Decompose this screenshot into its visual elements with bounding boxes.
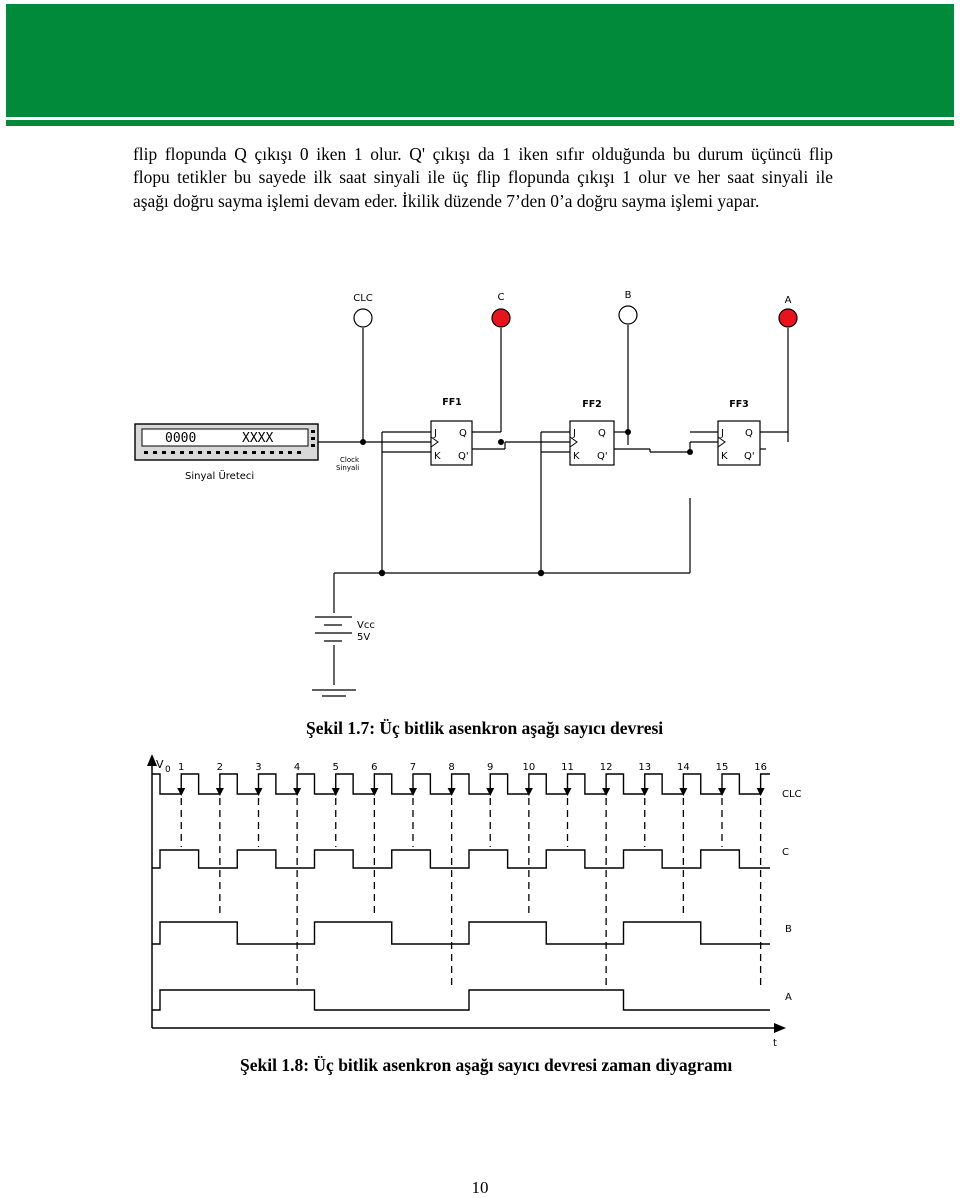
probe-clc-indicator: CLC [353, 293, 373, 328]
tick-label-3: 3 [255, 762, 261, 773]
clock-edge-arrow [756, 788, 765, 796]
tick-label-12: 12 [600, 762, 613, 773]
probe-c-label: C [498, 292, 505, 303]
ff2-pin-q: Q [598, 428, 606, 439]
ff1-pin-q: Q [459, 428, 467, 439]
vcc-voltage-label: 5V [357, 632, 370, 643]
signal-generator: 0000 XXXX Sinyal Üreteci [134, 423, 319, 482]
ff3-pin-qbar: Q' [744, 451, 755, 462]
clock-edge-arrow [215, 788, 224, 796]
clock-edge-arrow [486, 788, 495, 796]
clock-edge-arrow [563, 788, 572, 796]
paragraph-line-3: aşağı doğru sayma işlemi devam eder. İki… [133, 190, 760, 211]
signal-label-b: B [785, 924, 792, 935]
ff2-pin-j: J [572, 428, 576, 439]
ff1-pin-j: J [433, 428, 437, 439]
paragraph-line-1: flip flopunda Q çıkışı 0 iken 1 olur. Q'… [133, 144, 833, 164]
generator-display-right: XXXX [242, 431, 273, 446]
clock-edge-arrow [331, 788, 340, 796]
tick-label-16: 16 [754, 762, 767, 773]
y-axis-label: V [156, 758, 164, 771]
generator-label: Sinyal Üreteci [185, 469, 254, 482]
y-axis-subscript: 0 [165, 765, 171, 775]
clock-edge-arrow [679, 788, 688, 796]
clock-label-line1: Clock [340, 456, 360, 464]
tick-label-1: 1 [178, 762, 184, 773]
clock-edge-arrow [408, 788, 417, 796]
time-axis-label: t [773, 1038, 777, 1049]
clock-edge-arrow [640, 788, 649, 796]
clock-label-line2: Sinyali [336, 464, 359, 472]
clock-edge-arrow [602, 788, 611, 796]
clock-edge-arrow [177, 788, 186, 796]
ff2-title: FF2 [582, 399, 602, 410]
page-number: 10 [471, 1178, 489, 1197]
ff3-pin-j: J [720, 428, 724, 439]
clock-edge-arrow [370, 788, 379, 796]
tick-label-10: 10 [523, 762, 536, 773]
counter-circuit-diagram: CLC C B A FF1 J K Q Q' FF2 J K Q Q' FF3 … [134, 290, 798, 697]
tick-label-9: 9 [487, 762, 493, 773]
ff3-title: FF3 [729, 399, 749, 410]
a-waveform [152, 989, 770, 1011]
flip-flop-ff3: FF3 J K Q Q' [717, 399, 761, 466]
tick-label-7: 7 [410, 762, 416, 773]
clock-edge-arrow [254, 788, 263, 796]
tick-label-14: 14 [677, 762, 690, 773]
clock-edge-arrow [524, 788, 533, 796]
flip-flop-ff1: FF1 J K Q Q' [430, 397, 473, 466]
figure-caption-1-7: Şekil 1.7: Üç bitlik asenkron aşağı sayı… [306, 718, 664, 738]
c-waveform [152, 849, 770, 869]
header-rule [6, 120, 954, 126]
ff1-pin-qbar: Q' [458, 451, 469, 462]
flip-flop-ff2: FF2 J K Q Q' [569, 399, 615, 466]
vcc-label: Vcc [357, 620, 375, 631]
tick-label-4: 4 [294, 762, 300, 773]
body-paragraph: flip flopunda Q çıkışı 0 iken 1 olur. Q'… [133, 143, 833, 213]
clock-edge-arrow [717, 788, 726, 796]
probe-clc-label: CLC [353, 293, 373, 304]
ff3-pin-q: Q [745, 428, 753, 439]
tick-label-13: 13 [638, 762, 651, 773]
ff1-title: FF1 [442, 397, 462, 408]
figure-caption-1-8: Şekil 1.8: Üç bitlik asenkron aşağı sayı… [240, 1055, 733, 1075]
ff3-pin-k: K [721, 451, 728, 462]
probe-a-label: A [785, 295, 792, 306]
generator-display-left: 0000 [165, 431, 196, 446]
probe-a-indicator: A [778, 295, 798, 328]
tick-label-15: 15 [716, 762, 729, 773]
clc-waveform [152, 773, 770, 795]
tick-label-11: 11 [561, 762, 574, 773]
b-waveform [152, 921, 770, 945]
ff2-pin-qbar: Q' [597, 451, 608, 462]
clock-edge-arrow [293, 788, 302, 796]
ff1-pin-k: K [434, 451, 441, 462]
header-banner [6, 4, 954, 117]
probe-b-indicator: B [618, 290, 638, 325]
tick-label-5: 5 [333, 762, 339, 773]
tick-label-2: 2 [217, 762, 223, 773]
signal-label-clc: CLC [782, 789, 802, 800]
probe-c-indicator: C [491, 292, 511, 328]
clock-edge-arrow [447, 788, 456, 796]
signal-label-c: C [782, 847, 789, 858]
probe-b-label: B [625, 290, 632, 301]
tick-label-8: 8 [448, 762, 454, 773]
ff2-pin-k: K [573, 451, 580, 462]
paragraph-line-2: flopu tetikler bu sayede ilk saat sinyal… [133, 167, 833, 188]
tick-label-6: 6 [371, 762, 377, 773]
signal-label-a: A [785, 992, 792, 1003]
